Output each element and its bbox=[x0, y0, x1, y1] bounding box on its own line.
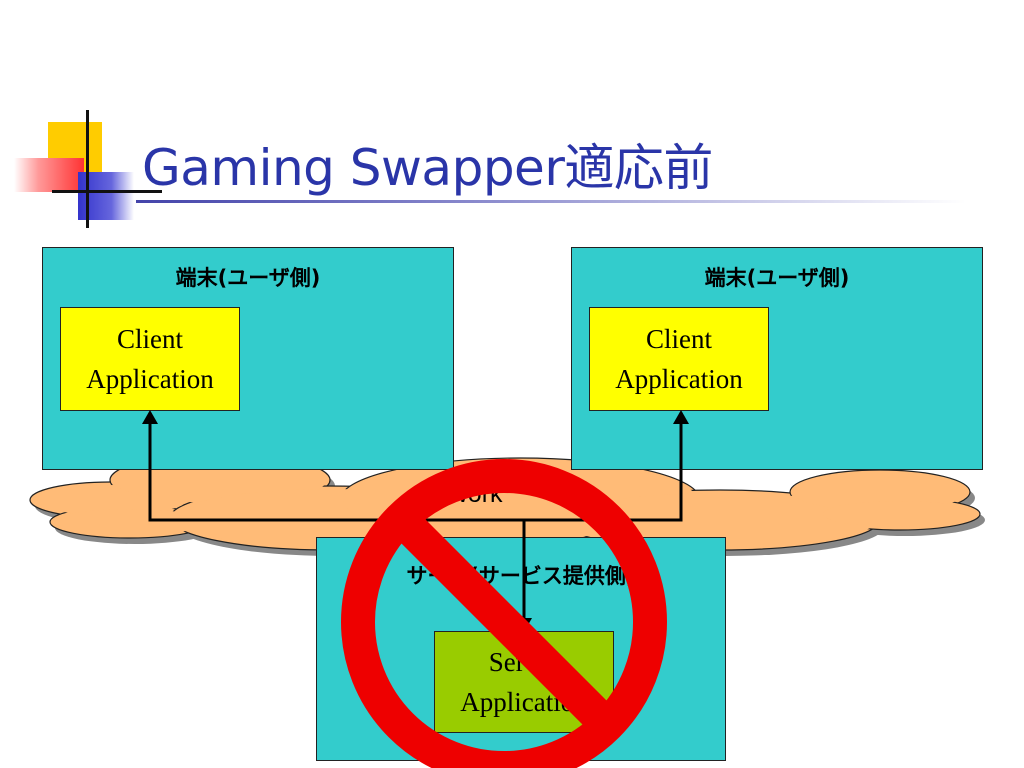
client-app-right-line2: Application bbox=[615, 364, 743, 394]
title-deco-horizontal-line bbox=[52, 190, 162, 193]
arrowhead-left bbox=[142, 410, 158, 424]
client-app-left-line2: Application bbox=[86, 364, 214, 394]
slide-title: Gaming Swapper適応前 bbox=[142, 139, 713, 197]
client-app-left-line1: Client bbox=[117, 324, 183, 354]
terminal-label-left: 端末(ユーザ側) bbox=[175, 266, 321, 290]
terminal-label-right: 端末(ユーザ側) bbox=[704, 266, 850, 290]
client-app-box-right: Client Application bbox=[589, 307, 769, 411]
client-app-right-line1: Client bbox=[646, 324, 712, 354]
title-underline bbox=[136, 200, 966, 203]
client-app-box-left: Client Application bbox=[60, 307, 240, 411]
title-deco-vertical-line bbox=[86, 110, 89, 228]
title-deco-red-bar bbox=[14, 158, 84, 192]
arrowhead-right bbox=[673, 410, 689, 424]
